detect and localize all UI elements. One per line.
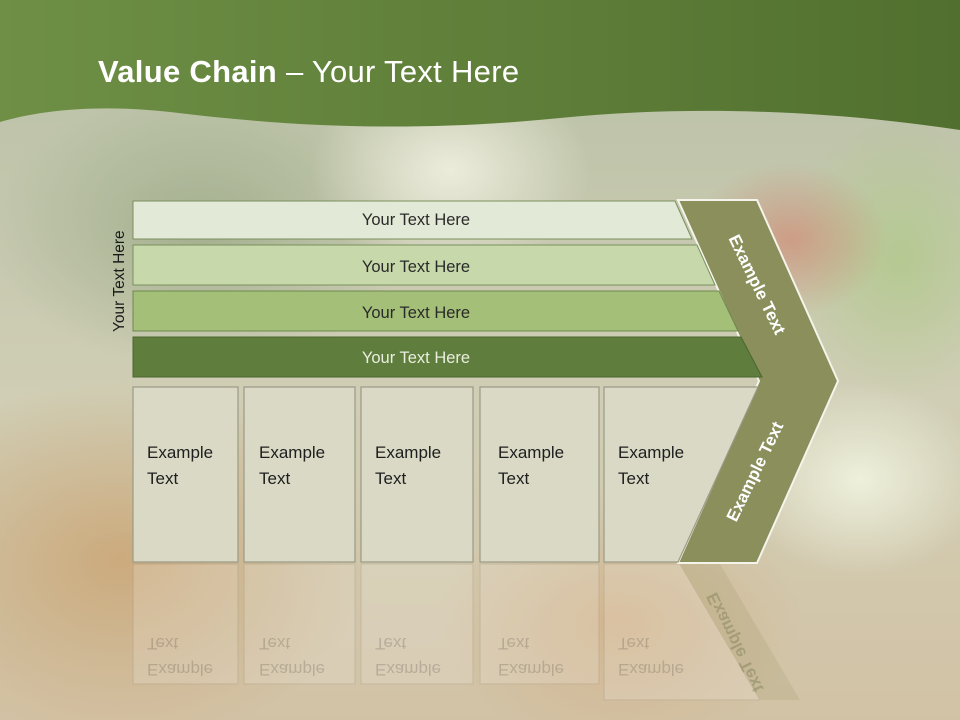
- header-wave: [0, 0, 960, 130]
- box-text-5: Example Text: [618, 440, 708, 492]
- row-label-2: Your Text Here: [362, 258, 470, 276]
- box-4-reflection-line-2: Text: [498, 634, 530, 653]
- box-1-line-2: Text: [147, 469, 179, 488]
- row-bar-4: [132, 336, 763, 378]
- chevron-arrow: [676, 199, 840, 564]
- activity-box-4: [479, 386, 600, 563]
- box-5-line-1: Example: [618, 443, 685, 462]
- box-2-reflection-line-1: Example: [259, 660, 326, 679]
- box-4-reflection-line-1: Example: [498, 660, 565, 679]
- boxes-reflection: [132, 563, 800, 701]
- box-5-reflection-line-1: Example: [618, 660, 685, 679]
- box-1-reflection-line-2: Text: [147, 634, 179, 653]
- box-reflection-4: Example Text: [498, 630, 588, 682]
- row-bar-1: [132, 200, 693, 240]
- box-2-line-1: Example: [259, 443, 326, 462]
- box-5-line-2: Text: [618, 469, 650, 488]
- header-band: [0, 0, 960, 130]
- box-text-2: Example Text: [259, 440, 349, 492]
- side-label: Your Text Here: [111, 230, 128, 332]
- activity-box-1: [132, 386, 239, 563]
- box-text-3: Example Text: [375, 440, 465, 492]
- activity-box-3: [360, 386, 474, 563]
- box-reflection-1: Example Text: [147, 630, 237, 682]
- box-reflection-5: Example Text: [618, 630, 708, 682]
- box-3-line-1: Example: [375, 443, 442, 462]
- activity-box-2: [243, 386, 356, 563]
- box-1-line-1: Example: [147, 443, 214, 462]
- box-reflection-3: Example Text: [375, 630, 465, 682]
- row-label-3: Your Text Here: [362, 304, 470, 322]
- title-rest: – Your Text Here: [277, 54, 520, 89]
- box-3-reflection-line-1: Example: [375, 660, 442, 679]
- box-2-line-2: Text: [259, 469, 291, 488]
- box-1-reflection-line-1: Example: [147, 660, 214, 679]
- row-bar-3: [132, 290, 739, 332]
- box-text-1: Example Text: [147, 440, 237, 492]
- title-bold: Value Chain: [98, 54, 278, 89]
- box-3-line-2: Text: [375, 469, 407, 488]
- row-bar-2: [132, 244, 716, 286]
- box-4-line-2: Text: [498, 469, 530, 488]
- row-label-1: Your Text Here: [362, 211, 470, 229]
- box-reflection-2: Example Text: [259, 630, 349, 682]
- box-2-reflection-line-2: Text: [259, 634, 291, 653]
- box-5-reflection-line-2: Text: [618, 634, 650, 653]
- page-title: Value Chain – Your Text Here: [98, 54, 519, 90]
- box-3-reflection-line-2: Text: [375, 634, 407, 653]
- activity-box-5: [603, 386, 759, 563]
- box-text-4: Example Text: [498, 440, 588, 492]
- box-4-line-1: Example: [498, 443, 565, 462]
- row-label-4: Your Text Here: [362, 349, 470, 367]
